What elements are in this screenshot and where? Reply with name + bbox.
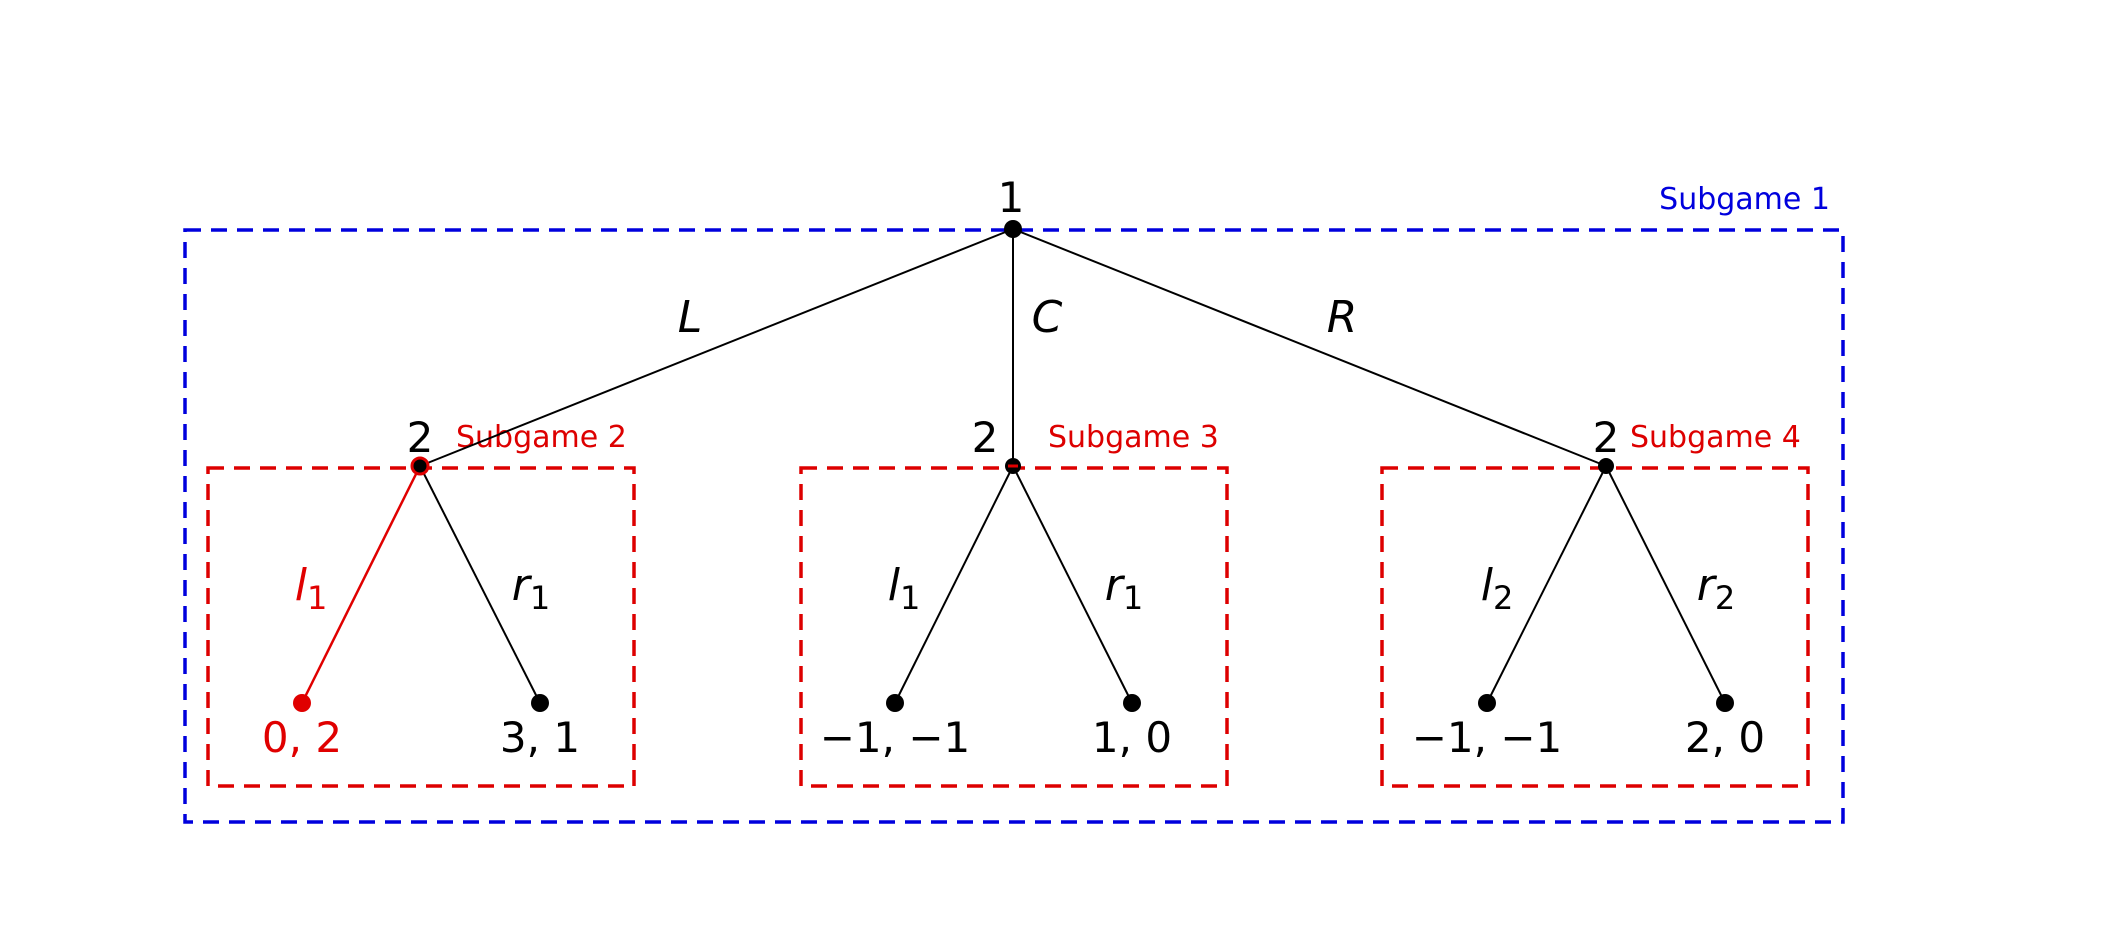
payoff-left-left: 0, 2: [262, 713, 342, 762]
subgame-4-label: Subgame 4: [1630, 420, 1801, 455]
subgame-1-label: Subgame 1: [1659, 182, 1830, 217]
action-label-R: R: [1327, 292, 1358, 343]
terminal-node-middle-left: [886, 694, 904, 712]
root-player-label: 1: [998, 173, 1025, 222]
action-label-L: L: [678, 292, 703, 343]
terminal-node-left-right: [531, 694, 549, 712]
edge-left-left: [300, 465, 422, 704]
action-label-right-r2: r2: [1697, 560, 1735, 617]
action-label-C: C: [1032, 292, 1063, 343]
payoff-middle-left: −1, −1: [820, 713, 971, 762]
payoff-left-right: 3, 1: [500, 713, 580, 762]
edge-middle-left: [894, 465, 1014, 704]
action-label-right-l2: l2: [1481, 560, 1514, 617]
edge-middle-right: [1012, 465, 1133, 704]
payoff-right-right: 2, 0: [1685, 713, 1765, 762]
payoff-middle-right: 1, 0: [1092, 713, 1172, 762]
edge-root-right: [1012, 228, 1607, 467]
left-decision-node: [410, 456, 430, 476]
subgame-2-label: Subgame 2: [456, 420, 627, 455]
right-decision-node: [1598, 458, 1614, 474]
middle-player-label: 2: [972, 413, 999, 462]
left-player-label: 2: [407, 413, 434, 462]
edge-root-left: [419, 228, 1014, 467]
terminal-node-right-left: [1478, 694, 1496, 712]
subgame-1-box: [183, 228, 1845, 824]
terminal-node-left-left: [293, 694, 311, 712]
edge-left-right: [419, 465, 541, 704]
action-label-middle-l1: l1: [888, 560, 921, 617]
edge-right-right: [1605, 465, 1726, 704]
action-label-middle-r1: r1: [1105, 560, 1143, 617]
action-label-left-l1: l1: [295, 560, 328, 617]
subgame-3-label: Subgame 3: [1048, 420, 1219, 455]
root-node: [1004, 220, 1022, 238]
terminal-node-middle-right: [1123, 694, 1141, 712]
right-player-label: 2: [1593, 413, 1620, 462]
subgame-4-box: [1380, 466, 1810, 788]
payoff-right-left: −1, −1: [1412, 713, 1563, 762]
terminal-node-right-right: [1716, 694, 1734, 712]
edge-right-left: [1486, 465, 1607, 704]
action-label-left-r1: r1: [512, 560, 550, 617]
